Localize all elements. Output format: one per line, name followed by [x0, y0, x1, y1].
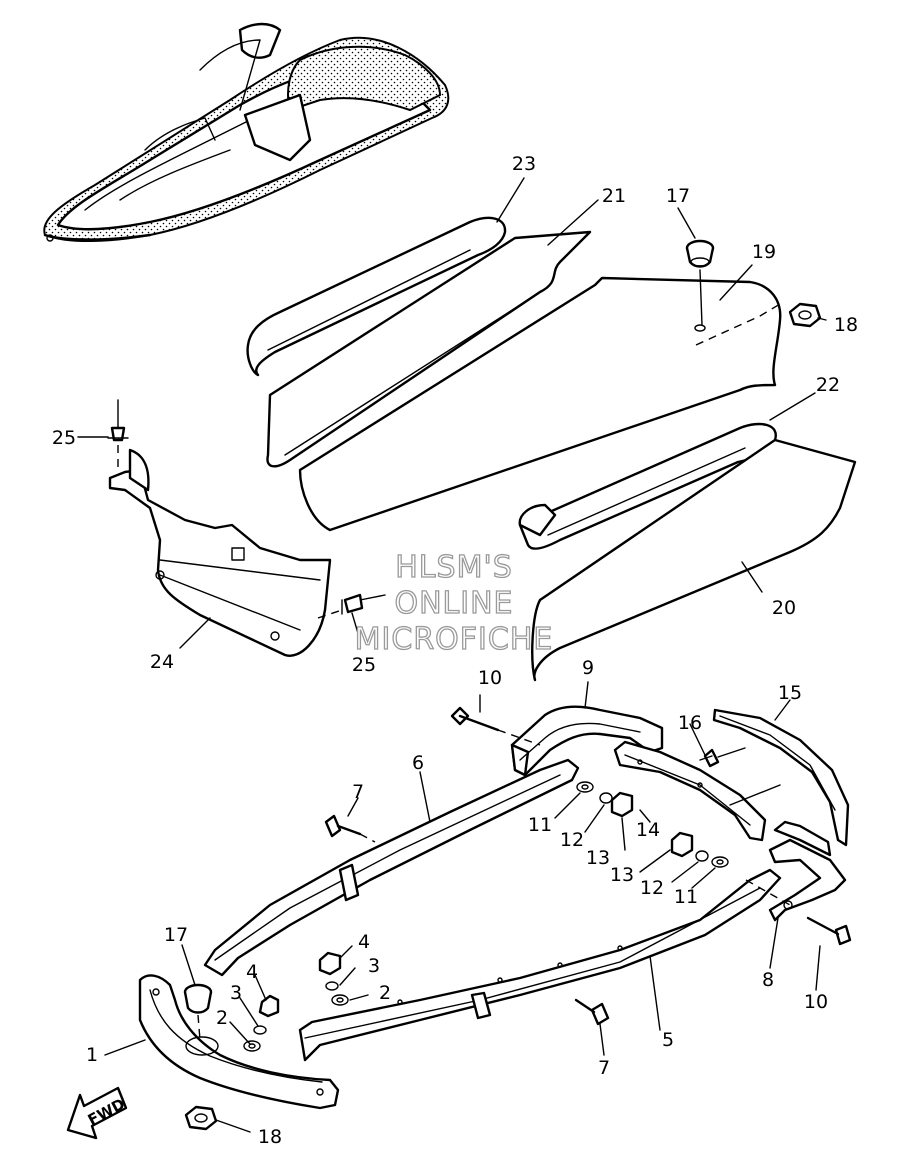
callout-25-top: 25	[52, 427, 76, 449]
callout-1: 1	[86, 1044, 98, 1066]
screw-7-bottom	[574, 998, 610, 1026]
fwd-arrow: FWD	[66, 1086, 128, 1140]
callout-14: 14	[636, 819, 660, 841]
callout-17-bottom: 17	[164, 924, 188, 946]
washers-and-nuts	[243, 781, 729, 1052]
rivet-16	[699, 747, 746, 768]
callout-19: 19	[752, 241, 776, 263]
callout-22: 22	[816, 374, 840, 396]
callout-15: 15	[778, 682, 802, 704]
rivet-25-top	[77, 399, 129, 470]
watercraft-illustration	[43, 22, 450, 243]
watermark: HLSM'S ONLINE MICROFICHE	[354, 549, 554, 657]
bumper-8	[745, 820, 847, 922]
callout-25-bottom: 25	[352, 654, 376, 676]
mat-21	[266, 230, 592, 468]
callout-18-bottom: 18	[258, 1126, 282, 1148]
screw-7-top	[324, 814, 376, 843]
callout-11-top: 11	[528, 814, 552, 836]
callout-9: 9	[582, 657, 594, 679]
leader-lines	[104, 177, 827, 1056]
callout-7-top: 7	[352, 781, 364, 803]
bumper-1	[138, 974, 340, 1110]
callout-3-right: 3	[368, 955, 380, 977]
callout-12-bottom: 12	[640, 877, 664, 899]
callout-8: 8	[762, 969, 774, 991]
mat-23	[246, 216, 507, 377]
callout-23: 23	[512, 153, 536, 175]
callout-13-bottom: 13	[610, 864, 634, 886]
strip-15	[712, 708, 850, 847]
watermark-line-2: ONLINE	[394, 586, 513, 621]
rail-14	[613, 740, 767, 842]
callout-3-left: 3	[230, 982, 242, 1004]
mat-20	[531, 438, 857, 682]
watermark-line-3: MICROFICHE	[355, 622, 554, 657]
callout-7-bottom: 7	[598, 1057, 610, 1079]
callout-20: 20	[772, 597, 796, 619]
bolt-10-top	[450, 706, 541, 746]
grommet-17-top	[685, 239, 715, 268]
callout-10-top: 10	[478, 667, 502, 689]
callout-13-top: 13	[586, 847, 610, 869]
callout-5: 5	[662, 1029, 674, 1051]
bolt-10-bottom	[806, 916, 852, 946]
nut-18-bottom	[184, 1105, 251, 1133]
callout-4-right: 4	[358, 931, 370, 953]
callout-10-bottom: 10	[804, 991, 828, 1013]
callout-24: 24	[150, 651, 174, 673]
callout-labels: 23 21 17 19 18 22 25 20 24 25 10 9 15 16…	[52, 153, 858, 1148]
grommet-17-bottom	[183, 983, 213, 1041]
callout-17-top: 17	[666, 185, 690, 207]
callout-18-top: 18	[834, 314, 858, 336]
callout-6: 6	[412, 752, 424, 774]
rivet-25-bottom	[317, 593, 386, 641]
callout-16: 16	[678, 712, 702, 734]
watermark-line-1: HLSM'S	[395, 550, 513, 585]
mat-19	[298, 269, 782, 532]
nut-18-top	[788, 302, 822, 328]
callout-2-left: 2	[216, 1007, 228, 1029]
panel-24	[108, 448, 332, 657]
callout-11-bottom: 11	[674, 886, 698, 908]
callout-21: 21	[602, 185, 626, 207]
callout-4-left: 4	[246, 961, 258, 983]
rail-6	[203, 758, 580, 977]
callout-12-top: 12	[560, 829, 584, 851]
rail-5	[298, 868, 782, 1062]
callout-2-right: 2	[379, 982, 391, 1004]
